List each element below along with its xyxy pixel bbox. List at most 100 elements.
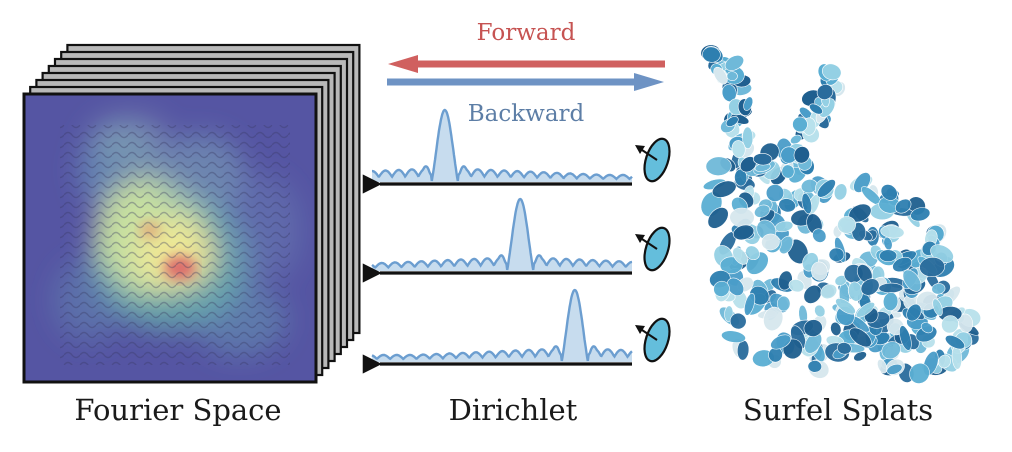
surfel-splat bbox=[792, 116, 808, 133]
surfel-splat bbox=[776, 295, 791, 312]
normal-arrowhead-icon bbox=[635, 145, 645, 154]
forward-arrow-icon bbox=[388, 55, 665, 73]
surfel-splat bbox=[745, 245, 760, 261]
surfel-splat bbox=[909, 362, 930, 384]
surfel-splat bbox=[910, 207, 931, 222]
surfel-splat bbox=[754, 204, 771, 218]
surfel-splat bbox=[729, 312, 747, 330]
fourier-spectrum-image bbox=[24, 94, 316, 382]
surfel-splat bbox=[801, 193, 813, 215]
surfel-splat bbox=[879, 249, 898, 263]
surfel-splat bbox=[812, 228, 827, 243]
surfel-splat bbox=[765, 184, 785, 202]
normal-arrowhead-icon bbox=[635, 325, 645, 334]
surfel-splat bbox=[793, 146, 810, 164]
surfel-splat bbox=[707, 207, 729, 229]
dirichlet-kernel-rows bbox=[362, 108, 671, 374]
surfel-splat bbox=[744, 292, 756, 316]
surfel-splat bbox=[807, 360, 822, 373]
surfel-splat bbox=[906, 303, 922, 322]
surfel-splat bbox=[880, 225, 905, 239]
surfel-splat bbox=[753, 152, 773, 166]
surfel-splat bbox=[711, 180, 737, 198]
dirichlet-row bbox=[362, 288, 671, 374]
surfel-splat bbox=[881, 341, 901, 360]
surfel-splat bbox=[803, 319, 823, 337]
surfel-splat bbox=[860, 278, 880, 296]
surfel-splat bbox=[821, 63, 842, 81]
surfel-splat bbox=[814, 304, 826, 318]
surfel-splat bbox=[916, 291, 938, 311]
normal-arrowhead-icon bbox=[635, 234, 645, 243]
surfel-splat bbox=[780, 146, 798, 164]
surfel-splat bbox=[781, 164, 795, 179]
surfel-splats-bunny bbox=[700, 44, 982, 384]
dirichlet-kernel-curve bbox=[371, 288, 633, 362]
surfel-splat bbox=[945, 335, 965, 350]
surfel-splat bbox=[880, 184, 898, 201]
surfel-splat bbox=[837, 216, 856, 234]
surfel-splat bbox=[830, 321, 842, 336]
surfel-splat bbox=[833, 183, 848, 201]
surfel-splat bbox=[895, 198, 912, 214]
surfel-splat bbox=[877, 359, 888, 374]
surfel-splat bbox=[899, 325, 912, 351]
surfel-splat bbox=[811, 261, 828, 281]
backward-arrow-icon bbox=[387, 73, 664, 91]
surfel-splat bbox=[724, 55, 744, 71]
surfel-splat bbox=[886, 363, 903, 375]
dirichlet-row bbox=[362, 108, 671, 194]
backward-label: Backward bbox=[468, 101, 585, 127]
surfel-splat bbox=[820, 283, 838, 300]
surfel-splat bbox=[734, 168, 748, 187]
surfel-splat bbox=[726, 277, 745, 296]
forward-label: Forward bbox=[477, 20, 576, 46]
surfel-splat bbox=[920, 322, 934, 334]
surfel-splat bbox=[761, 233, 780, 251]
surfel-splat bbox=[788, 279, 805, 293]
surfel-splat bbox=[835, 298, 856, 315]
surfel-splat bbox=[729, 207, 755, 228]
fourier-space-caption: Fourier Space bbox=[74, 393, 281, 427]
surfel-splat bbox=[856, 302, 875, 318]
surfel-splat bbox=[836, 342, 852, 355]
surfel-splat bbox=[763, 306, 784, 332]
surfel-splat bbox=[705, 156, 732, 176]
surfel-splat bbox=[732, 224, 755, 241]
dirichlet-kernel-curve bbox=[372, 108, 633, 182]
surfel-splat bbox=[726, 71, 738, 82]
surfel-splats-caption: Surfel Splats bbox=[743, 393, 933, 427]
surfel-splat bbox=[770, 334, 792, 350]
surfel-splat bbox=[902, 269, 922, 292]
dirichlet-caption: Dirichlet bbox=[449, 393, 578, 427]
surfel-splat bbox=[713, 280, 730, 297]
surfel-splat bbox=[732, 247, 749, 265]
surfel-splat bbox=[931, 283, 946, 295]
surfel-splat bbox=[778, 198, 796, 213]
dirichlet-kernel-curve bbox=[371, 197, 633, 271]
surfel-splat bbox=[809, 103, 823, 115]
dirichlet-row bbox=[362, 197, 671, 283]
surfel-splat bbox=[721, 330, 746, 343]
surfel-splat bbox=[878, 282, 904, 294]
surfel-splat bbox=[816, 84, 834, 100]
surfel-splat bbox=[919, 256, 945, 278]
surfel-splat bbox=[941, 315, 959, 334]
surfel-splat bbox=[803, 284, 822, 304]
surfel-splat bbox=[817, 179, 836, 198]
dirichlet-kernel-fill bbox=[372, 110, 632, 182]
surfel-splat bbox=[702, 46, 721, 63]
surfel-splat bbox=[849, 327, 872, 348]
surfel-splat bbox=[938, 354, 951, 369]
surfel-splat bbox=[743, 96, 754, 111]
surfel-splat bbox=[731, 140, 746, 159]
surfel-splat bbox=[790, 134, 802, 145]
fourier-front-frame bbox=[22, 92, 318, 384]
surfel-splat bbox=[828, 247, 845, 262]
surfel-splat bbox=[932, 298, 943, 317]
surfel-splat bbox=[725, 116, 739, 127]
dirichlet-kernel-fill bbox=[372, 290, 632, 362]
surfel-splat bbox=[882, 292, 899, 311]
surfel-splat bbox=[742, 126, 754, 149]
